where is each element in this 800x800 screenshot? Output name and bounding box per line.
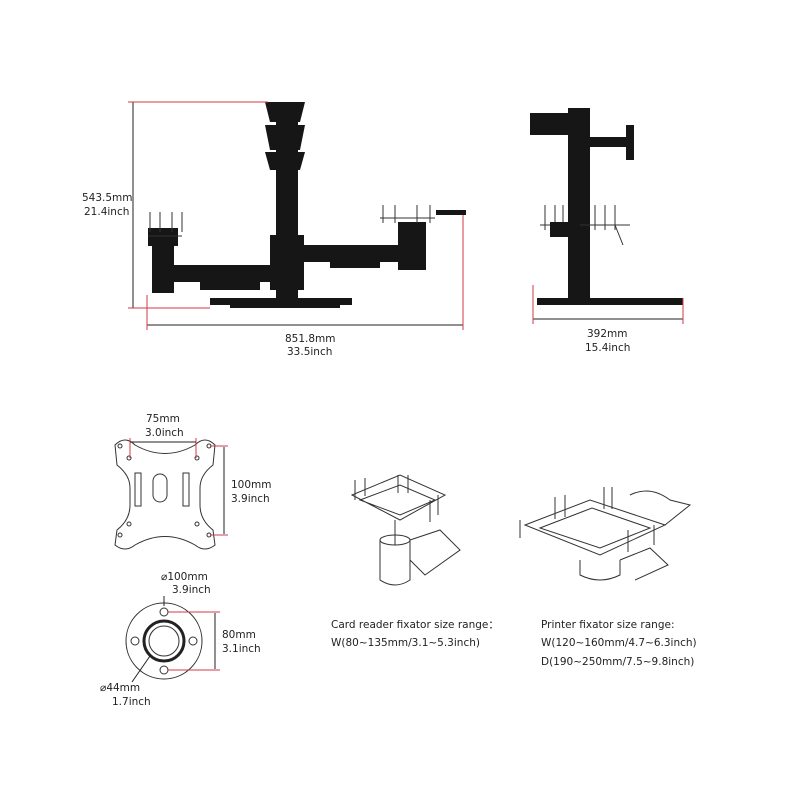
front-height-inch: 21.4inch <box>84 206 129 218</box>
mount-outer-diameter-mm: ⌀100mm <box>161 571 208 583</box>
front-width-inch: 33.5inch <box>287 346 332 358</box>
front-width-dimension: 851.8mm 33.5inch <box>146 215 464 358</box>
vesa-height-mm: 100mm <box>231 479 272 491</box>
card-reader-title: Card reader fixator size range： <box>331 619 499 631</box>
card-reader-fixator-drawing <box>350 474 461 586</box>
round-mount-drawing: ⌀100mm 3.9inch 80mm 3.1inch ⌀44mm 1.7inc… <box>100 571 261 708</box>
front-view-stand <box>148 102 466 308</box>
side-depth-dimension: 392mm 15.4inch <box>532 285 684 354</box>
front-width-mm: 851.8mm <box>285 333 336 345</box>
side-depth-mm: 392mm <box>587 328 628 340</box>
mount-hole-spacing-mm: 80mm <box>222 629 256 641</box>
side-view-stand <box>530 108 683 305</box>
front-height-mm: 543.5mm <box>82 192 133 204</box>
vesa-plate-drawing: 75mm 3.0inch 100mm 3.9inch <box>114 413 272 550</box>
printer-fixator-drawing <box>519 487 692 581</box>
printer-depth-range: D(190~250mm/7.5~9.8inch) <box>541 656 694 668</box>
vesa-width-inch: 3.0inch <box>145 427 184 439</box>
vesa-height-inch: 3.9inch <box>231 493 270 505</box>
front-height-dimension: 543.5mm 21.4inch <box>82 101 268 309</box>
card-reader-width-range: W(80~135mm/3.1~5.3inch) <box>331 637 480 649</box>
vesa-width-mm: 75mm <box>146 413 180 425</box>
mount-inner-diameter-mm: ⌀44mm <box>100 682 140 694</box>
mount-outer-diameter-inch: 3.9inch <box>172 584 211 596</box>
side-depth-inch: 15.4inch <box>585 342 630 354</box>
mount-hole-spacing-inch: 3.1inch <box>222 643 261 655</box>
printer-title: Printer fixator size range: <box>541 619 675 631</box>
printer-width-range: W(120~160mm/4.7~6.3inch) <box>541 637 697 649</box>
mount-inner-diameter-inch: 1.7inch <box>112 696 151 708</box>
